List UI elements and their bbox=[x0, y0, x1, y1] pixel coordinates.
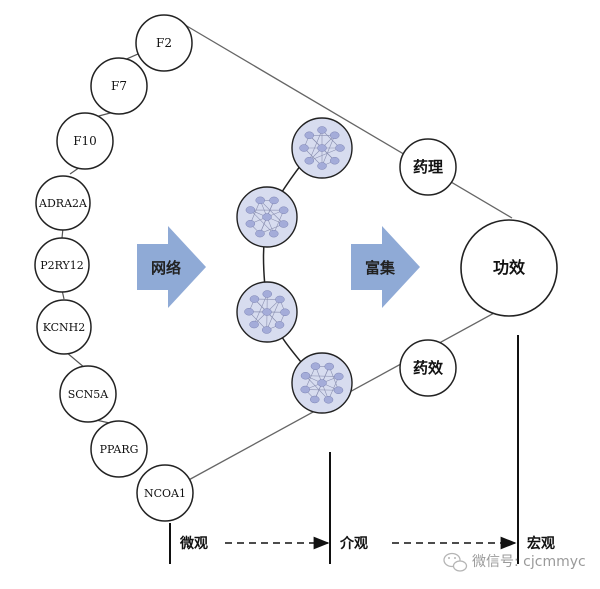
target-node-p2ry12: P2RY12 bbox=[34, 237, 90, 293]
target-label: P2RY12 bbox=[40, 259, 84, 272]
network-cluster bbox=[236, 281, 298, 343]
target-label: KCNH2 bbox=[43, 321, 86, 334]
target-label: F7 bbox=[111, 79, 127, 93]
enrichment-arrow: 富集 bbox=[351, 226, 420, 308]
target-node-f2: F2 bbox=[135, 14, 193, 72]
network-cluster bbox=[236, 186, 298, 248]
watermark-text: 微信号: cjcmmyc bbox=[472, 554, 586, 570]
target-node-adra2a: ADRA2A bbox=[35, 175, 91, 231]
target-node-ncoa1: NCOA1 bbox=[136, 464, 194, 522]
target-node-scn5a: SCN5A bbox=[59, 365, 117, 423]
target-label: SCN5A bbox=[68, 388, 110, 401]
target-node-f10: F10 bbox=[56, 112, 114, 170]
meso-label: 介观 bbox=[339, 535, 368, 552]
efficacy-label: 药效 bbox=[413, 359, 444, 377]
pharmacology-label: 药理 bbox=[413, 158, 443, 176]
target-label: NCOA1 bbox=[144, 487, 186, 500]
network-cluster bbox=[291, 352, 353, 414]
micro-label: 微观 bbox=[179, 535, 208, 552]
efficacy-node: 药效 bbox=[399, 339, 457, 397]
target-node-f7: F7 bbox=[90, 57, 148, 115]
target-label: F10 bbox=[73, 134, 97, 148]
enrichment-arrow-label: 富集 bbox=[365, 259, 396, 277]
network-arrow: 网络 bbox=[137, 226, 206, 308]
pharmacology-node: 药理 bbox=[399, 138, 457, 196]
wechat-logo-icon bbox=[443, 552, 468, 572]
target-label: ADRA2A bbox=[38, 197, 88, 210]
watermark: 微信号: cjcmmyc bbox=[443, 552, 586, 572]
network-cluster bbox=[291, 117, 353, 179]
network-arrow-label: 网络 bbox=[151, 259, 181, 277]
macro-label: 宏观 bbox=[527, 535, 555, 552]
funnel-top-line bbox=[179, 21, 513, 219]
target-node-kcnh2: KCNH2 bbox=[36, 299, 92, 355]
target-label: PPARG bbox=[100, 443, 139, 456]
target-label: F2 bbox=[156, 36, 172, 50]
function-label: 功效 bbox=[493, 258, 525, 277]
cluster-chain-line bbox=[262, 147, 321, 386]
target-node-pparg: PPARG bbox=[90, 420, 148, 478]
function-node: 功效 bbox=[460, 219, 558, 317]
